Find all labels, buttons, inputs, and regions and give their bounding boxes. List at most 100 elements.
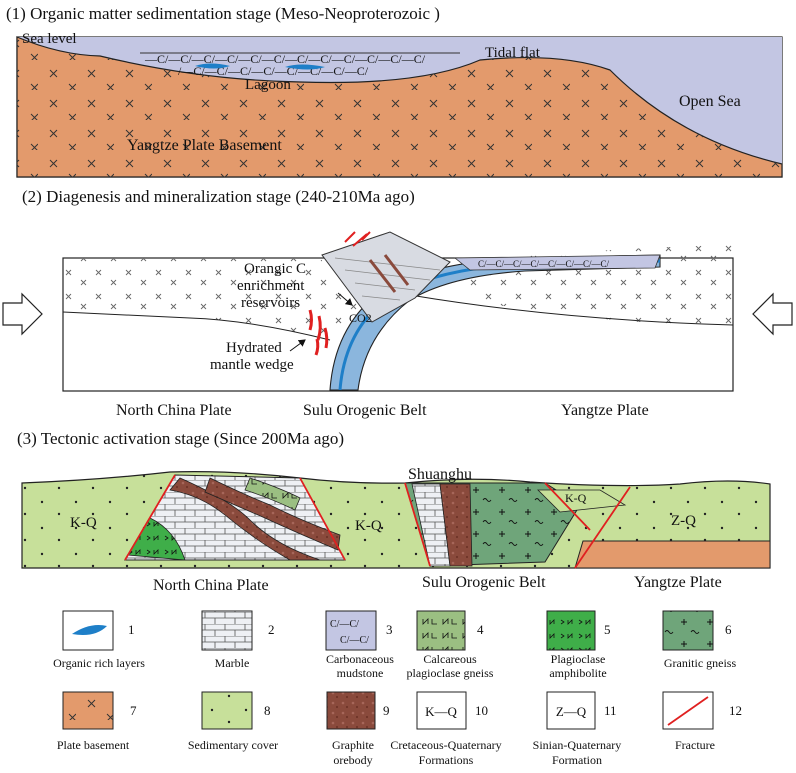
calcareous-gneiss-fold	[244, 477, 301, 511]
stage1-section: —C/—C/—C/—C/—C/—C/—C/—C/—C/—C/—C/—C/ /—C…	[16, 31, 783, 178]
stage2-mudstone-symbols: C/—C/—C/—C/—C/—C/—C/—C/	[478, 259, 610, 269]
legend-caption-11b: Formation	[552, 753, 602, 767]
legend-item-4	[416, 610, 466, 651]
sulu-fractures	[404, 482, 631, 569]
mantle-fluid-flames	[308, 309, 329, 356]
legend-item-5	[546, 610, 596, 651]
wedge-graphite-veins	[368, 254, 410, 293]
legend-num-8: 8	[264, 703, 271, 718]
stage2-yangtze-label: Yangtze Plate	[561, 402, 649, 419]
legend-caption-5a: Plagioclase	[551, 652, 606, 666]
organic-layer-2	[285, 64, 325, 70]
legend-caption-11a: Sinian-Quaternary	[533, 738, 622, 752]
legend-item-9	[326, 691, 376, 730]
kq-mid-label: K-Q	[355, 518, 382, 534]
legend-item-1	[62, 610, 114, 651]
legend-item-2	[201, 610, 253, 651]
left-push-arrow	[2, 292, 43, 336]
lagoon-label: Lagoon	[245, 77, 291, 93]
stage2-sulu-label: Sulu Orogenic Belt	[303, 402, 427, 419]
stage3-north-label: North China Plate	[153, 577, 269, 594]
yangtze-basement-strip	[574, 540, 771, 569]
legend-item-12	[662, 691, 714, 730]
legend-caption-12: Fracture	[675, 738, 715, 752]
wedge-pointer	[289, 339, 306, 352]
wedge-label-1: Hydrated	[226, 340, 282, 356]
legend-item-11: Z—Q	[546, 691, 596, 730]
reservoir-label-2: enrichment	[237, 278, 305, 294]
kq-left-label: K-Q	[70, 515, 97, 531]
sea-level-label: Sea level	[22, 31, 77, 47]
wedge-label-2: mantle wedge	[210, 357, 294, 373]
wedge-hatching	[334, 257, 441, 301]
basement-cross-pattern	[17, 37, 782, 177]
legend-caption-9b: orebody	[333, 753, 372, 767]
sulu-graphite-orebody	[439, 483, 473, 567]
yangtze-moho-line	[409, 294, 734, 326]
reservoir-label-1: Orangic C	[244, 261, 306, 277]
legend-num-12: 12	[729, 703, 742, 718]
legend-caption-4b: plagioclase gneiss	[407, 666, 494, 680]
legend-num-5: 5	[604, 622, 611, 637]
stage3-yangtze-label: Yangtze Plate	[634, 574, 722, 591]
tidal-flat-label: Tidal flat	[485, 45, 541, 61]
legend-caption-2: Marble	[215, 656, 250, 670]
kq-right-label: K-Q	[565, 491, 587, 505]
legend-item-7	[62, 691, 114, 730]
legend-caption-6: Granitic gneiss	[664, 656, 737, 670]
shuanghu-label: Shuanghu	[408, 466, 472, 483]
north-china-crust	[63, 258, 365, 340]
reservoir-pointer	[337, 292, 353, 306]
legend-num-2: 2	[268, 622, 275, 637]
zq-label: Z-Q	[671, 513, 696, 529]
yangtze-mudstone-cover	[453, 254, 661, 271]
open-sea-label: Open Sea	[679, 93, 741, 110]
orogenic-wedge	[321, 231, 451, 323]
legend-num-3: 3	[386, 622, 393, 637]
legend-num-9: 9	[383, 703, 390, 718]
legend-caption-10b: Formations	[419, 753, 474, 767]
legend-caption-10a: Cretaceous-Quaternary	[390, 738, 501, 752]
stage2-title: (2) Diagenesis and mineralization stage …	[22, 187, 415, 206]
stage3-sulu-label: Sulu Orogenic Belt	[422, 574, 546, 591]
north-moho-line	[62, 311, 331, 341]
legend-caption-4a: Calcareous	[423, 652, 477, 666]
legend-num-4: 4	[477, 622, 484, 637]
basement-label: Yangtze Plate Basement	[127, 137, 282, 154]
legend-item-10: K—Q	[416, 691, 467, 730]
legend-num-11: 11	[604, 703, 617, 718]
legend-caption-5b: amphibolite	[549, 666, 606, 680]
legend-caption-7: Plate basement	[57, 738, 130, 752]
stage3-section: Shuanghu K-Q K-Q K-Q Z-Q North China Pla…	[21, 466, 771, 594]
legend-caption-9a: Graphite	[332, 738, 374, 752]
legend-num-6: 6	[725, 622, 732, 637]
mudstone-symbols-1: —C/—C/—C/—C/—C/—C/—C/—C/—C/—C/—C/—C/	[144, 52, 426, 66]
stage1-title: (1) Organic matter sedimentation stage (…	[6, 4, 440, 23]
graphite-fold-2	[204, 477, 341, 551]
stage2-section: C/—C/—C/—C/—C/—C/—C/—C/ CO2 Orangic C en…	[2, 231, 793, 419]
legend-item-8	[201, 691, 253, 730]
legend-num-1: 1	[128, 622, 135, 637]
surface-fractures	[344, 231, 371, 247]
legend-item-6	[662, 610, 714, 651]
legend-caption-3b: mudstone	[337, 666, 384, 680]
legend-caption-3a: Carbonaceous	[326, 652, 394, 666]
graphite-fold-1	[169, 477, 321, 561]
organic-layer-1	[195, 63, 230, 69]
co2-label: CO2	[349, 311, 372, 325]
legend-10-symbol: K—Q	[425, 704, 457, 719]
legend-11-symbol: Z—Q	[556, 704, 587, 719]
legend: C/—C/ C/—C/ K—Q Z—Q	[53, 610, 742, 767]
kq-basin-right	[537, 489, 627, 513]
right-push-arrow	[752, 292, 793, 336]
stage3-title: (3) Tectonic activation stage (Since 200…	[17, 429, 344, 448]
legend-3-symbol-b: C/—C/	[340, 635, 369, 646]
stage2-north-label: North China Plate	[116, 402, 232, 419]
legend-num-7: 7	[130, 703, 137, 718]
legend-3-symbol-a: C/—C/	[330, 619, 359, 630]
legend-caption-8: Sedimentary cover	[188, 738, 278, 752]
reservoir-label-3: reservoirs	[241, 295, 300, 311]
north-fractures	[124, 474, 346, 561]
legend-item-3: C/—C/ C/—C/	[325, 610, 377, 651]
